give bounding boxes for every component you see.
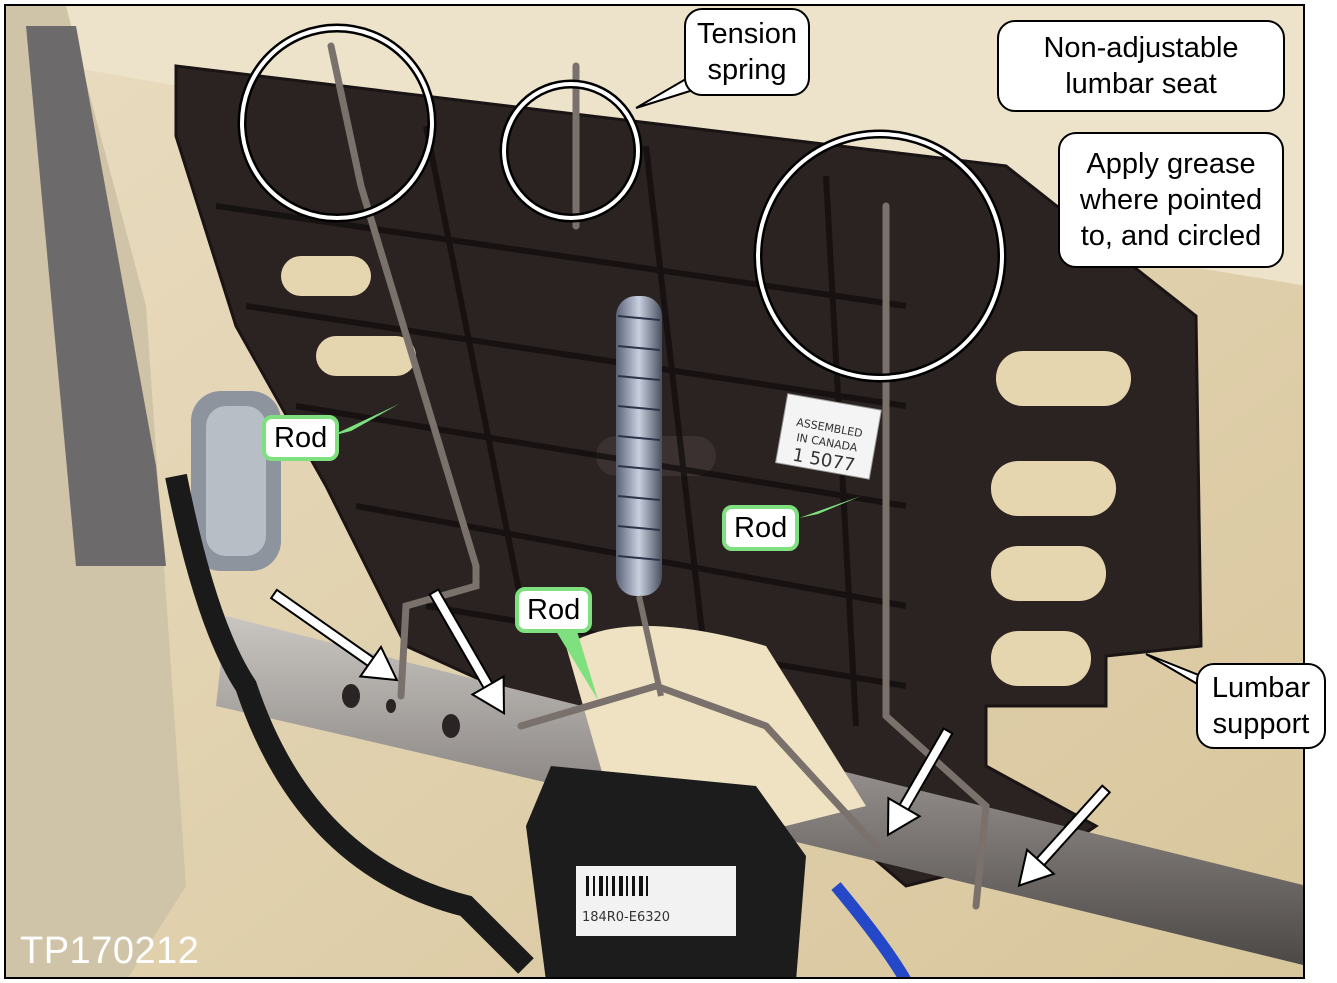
rod-label-right: Rod [722,505,800,551]
rod-pointers [331,404,861,700]
tension-spring [616,296,664,697]
left-frame-rail [26,26,166,566]
callout-tension-spring: Tension spring [684,8,810,96]
grease-circles-inner [240,26,1004,380]
callout-lumbar-support: Lumbar support [1196,663,1326,749]
frame-holes [342,684,460,738]
seat-illustration: ASSEMBLED IN CANADA 1 5077 [6,6,1303,977]
grease-arrows [269,588,1112,888]
image-code: TP170212 [20,930,200,972]
blue-wire [831,882,911,977]
callout-non-adjustable: Non-adjustable lumbar seat [997,20,1285,112]
assembled-sticker: ASSEMBLED IN CANADA 1 5077 [775,393,882,480]
wire-harness [165,473,534,974]
callout-apply-grease: Apply grease where pointed to, and circl… [1058,132,1284,268]
rod-label-bottom: Rod [515,587,593,633]
svg-text:184R0-E6320: 184R0-E6320 [582,910,670,925]
rod-label-left: Rod [262,415,340,461]
control-module: 184R0-E6320 [526,766,806,977]
lumbar-motor [191,391,281,571]
